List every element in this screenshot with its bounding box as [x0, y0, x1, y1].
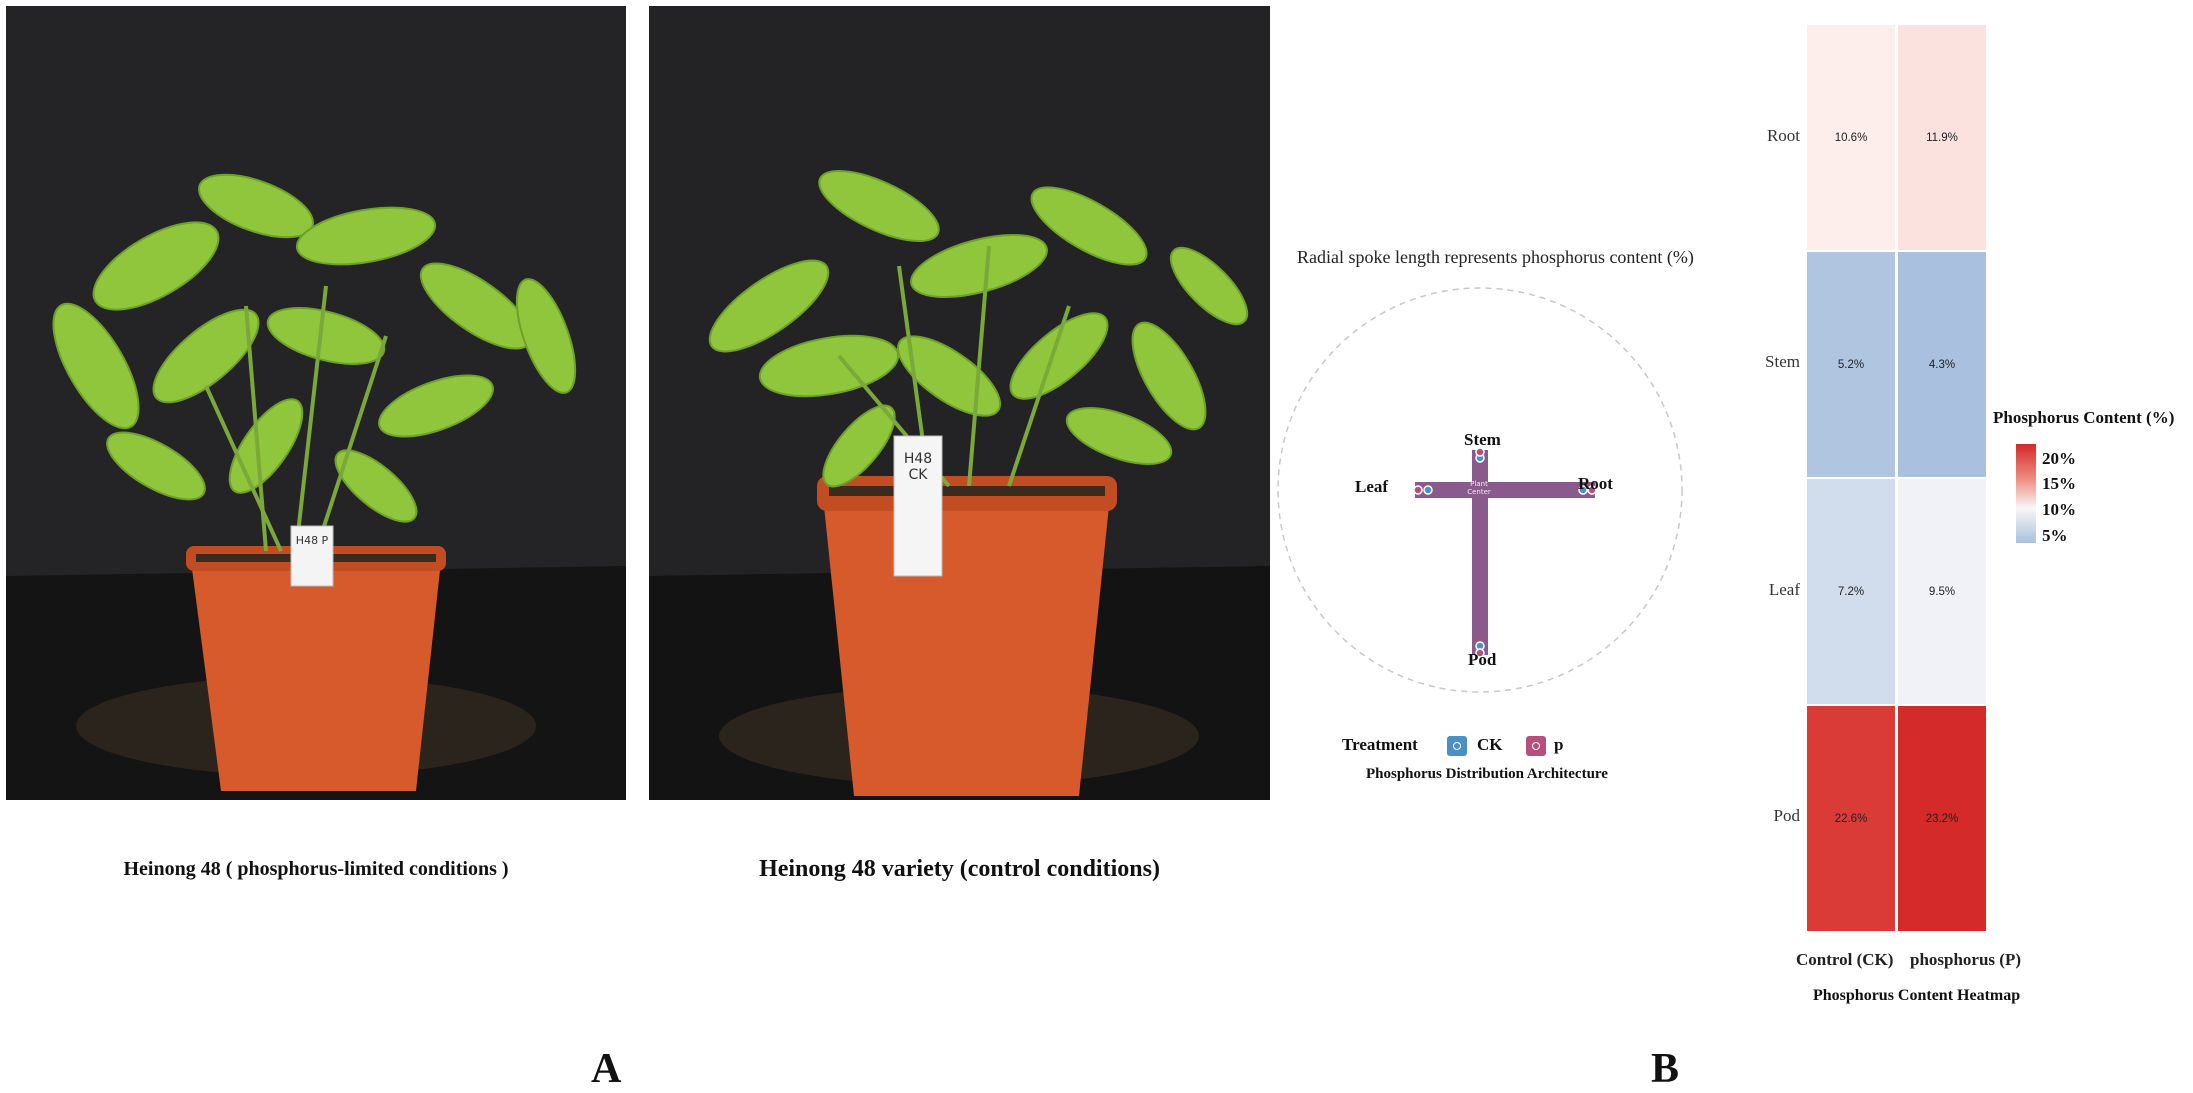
heatmap-row-label-root: Root: [1766, 126, 1800, 145]
spoke-label-root: Root: [1578, 474, 1613, 493]
colorbar-tick: 15%: [2042, 474, 2076, 493]
heatmap-subtitle: Phosphorus Content Heatmap: [1813, 987, 2021, 1004]
spoke-pod: [1472, 490, 1488, 655]
heatmap-cell: 4.3%: [1898, 252, 1986, 477]
photo-phosphorus-limited: H48 P: [6, 6, 626, 800]
radial-title: Radial spoke length represents phosphoru…: [1297, 247, 1694, 267]
endpoint-stem-p: [1475, 447, 1485, 457]
treatment-legend-title: Treatment: [1342, 735, 1418, 754]
heatmap-cell: 10.6%: [1807, 25, 1895, 250]
panel-letter-a: A: [591, 1046, 622, 1092]
heatmap-cell: 7.2%: [1807, 479, 1895, 704]
spoke-label-leaf: Leaf: [1355, 477, 1389, 496]
endpoint-root-ck: [1578, 485, 1588, 495]
legend-swatch-p: [1526, 736, 1546, 756]
heatmap-row-label-leaf: Leaf: [1768, 580, 1800, 599]
heatmap-row-label-pod: Pod: [1773, 806, 1800, 825]
endpoint-root-p: [1587, 485, 1597, 495]
colorbar-tick: 5%: [2042, 526, 2068, 545]
heatmap-cell: 9.5%: [1898, 479, 1986, 704]
heatmap-col-label-p: phosphorus (P): [1910, 950, 2022, 969]
photo-left-tag: H48 P: [295, 534, 329, 547]
panel-letter-b: B: [1651, 1046, 1680, 1092]
legend-swatch-ck: [1447, 736, 1467, 756]
heatmap-legend-title: Phosphorus Content (%): [1993, 408, 2175, 427]
photo-right-tag: H48 CK: [903, 451, 933, 483]
heatmap-cell: 22.6%: [1807, 706, 1895, 931]
endpoint-leaf-ck: [1423, 485, 1433, 495]
caption-control: Heinong 48 variety (control conditions): [759, 856, 1160, 882]
spoke-root: [1480, 482, 1595, 498]
heatmap-cell: 23.2%: [1898, 706, 1986, 931]
endpoint-leaf-p: [1413, 485, 1423, 495]
endpoint-pod-p: [1475, 648, 1485, 658]
radial-subtitle: Phosphorus Distribution Architecture: [1366, 766, 1608, 782]
radial-center-label: Plant Center: [1467, 480, 1491, 496]
legend-label-ck: CK: [1477, 735, 1503, 754]
colorbar-tick: 20%: [2042, 449, 2076, 468]
colorbar-tick: 10%: [2042, 500, 2076, 519]
heatmap-cell: 11.9%: [1898, 25, 1986, 250]
heatmap-row-label-stem: Stem: [1765, 352, 1800, 371]
spoke-label-pod: Pod: [1468, 650, 1497, 669]
heatmap-colorbar: [2016, 444, 2036, 543]
caption-phosphorus-limited: Heinong 48 ( phosphorus-limited conditio…: [123, 858, 509, 880]
radial-chart: [1277, 287, 1683, 693]
heatmap-col-label-ck: Control (CK): [1796, 950, 1894, 969]
spoke-label-stem: Stem: [1464, 430, 1501, 449]
spoke-leaf: [1415, 482, 1480, 498]
heatmap-cell: 5.2%: [1807, 252, 1895, 477]
legend-label-p: p: [1554, 735, 1564, 754]
photo-control: H48 CK: [649, 6, 1270, 800]
